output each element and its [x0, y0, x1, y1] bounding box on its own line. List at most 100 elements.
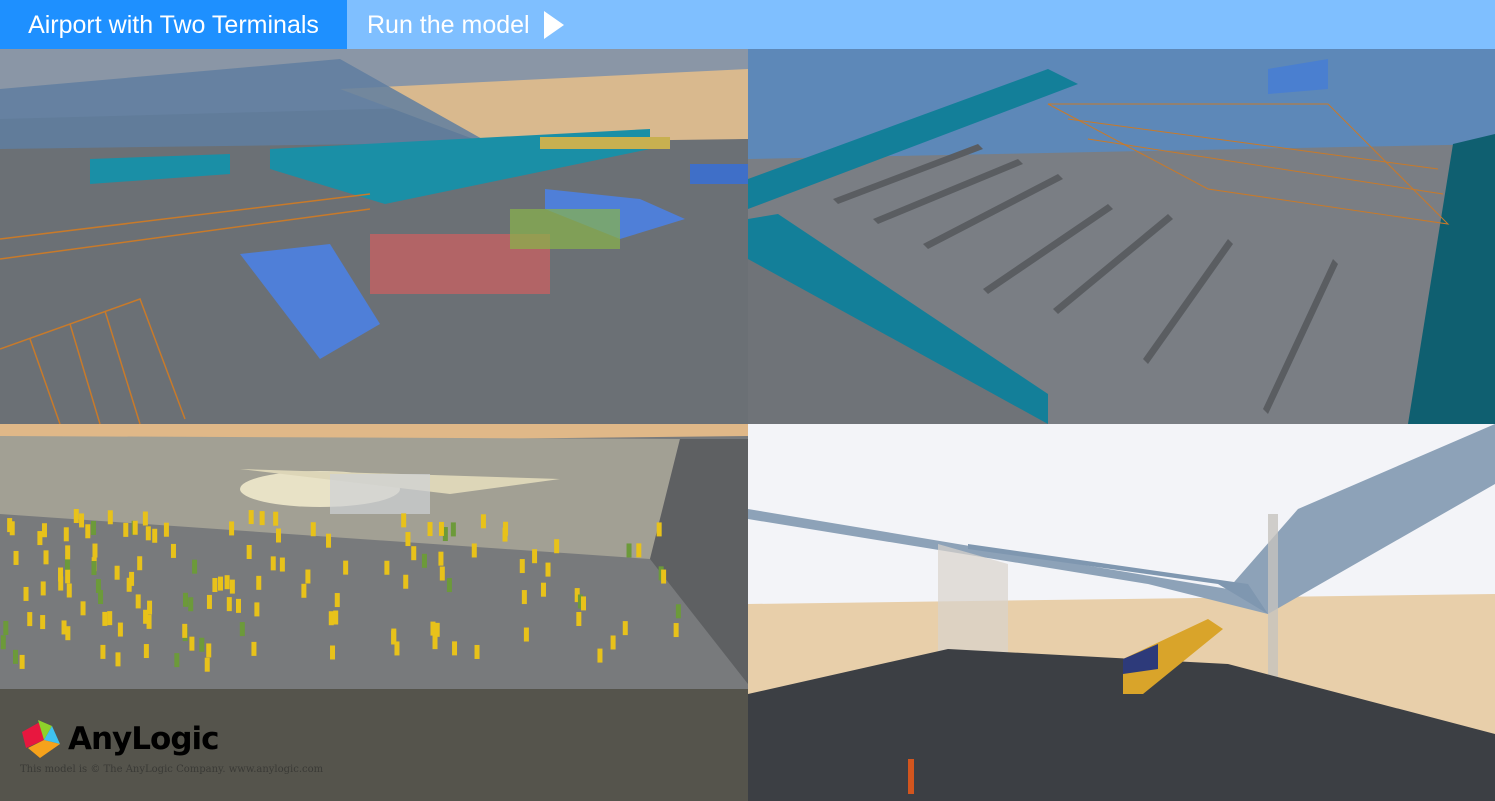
passenger-figure: [79, 513, 85, 528]
passenger-figure: [421, 553, 427, 568]
passenger-figure: [80, 601, 86, 616]
passenger-figure: [310, 522, 316, 537]
passenger-figure: [446, 578, 452, 593]
passenger-figure: [73, 509, 79, 524]
copyright-notice: This model is © The AnyLogic Company. ww…: [20, 764, 324, 775]
passenger-figure: [224, 575, 230, 590]
passenger-figure: [114, 565, 120, 580]
passenger-figure: [170, 543, 176, 558]
passenger-figure: [107, 611, 113, 626]
passenger-figure: [189, 636, 195, 651]
passenger-figure: [405, 532, 411, 547]
passenger-figure: [206, 643, 212, 658]
passenger-figure: [217, 576, 223, 591]
passenger-figure: [519, 559, 525, 574]
view-security-checkpoint[interactable]: [748, 49, 1495, 424]
passenger-figure: [452, 641, 458, 656]
passenger-figure: [143, 609, 149, 624]
passenger-figure: [163, 522, 169, 537]
passenger-figure: [229, 579, 235, 594]
passenger-figure: [61, 620, 67, 635]
passenger-figure: [330, 645, 336, 660]
passenger-figure: [147, 600, 153, 615]
passenger-figure: [174, 653, 180, 668]
passenger-figure: [540, 582, 546, 597]
passenger-figure: [192, 559, 198, 574]
passenger-figure: [270, 556, 276, 571]
passenger-figure: [532, 549, 538, 564]
passenger-figure: [622, 621, 628, 636]
passenger-figure: [328, 611, 334, 626]
passenger-figure: [135, 594, 141, 609]
passenger-figure: [63, 527, 69, 542]
passenger-figure: [343, 560, 349, 575]
model-title: Airport with Two Terminals: [0, 0, 347, 49]
passenger-figure: [107, 510, 113, 525]
passenger-figure: [471, 543, 477, 558]
passenger-figure: [182, 623, 188, 638]
passenger-figure: [577, 594, 583, 609]
passenger-figure: [427, 522, 433, 537]
passenger-figure: [401, 513, 407, 528]
view-terminal-overview[interactable]: [0, 49, 748, 424]
passenger-figure: [188, 597, 194, 612]
passenger-figure: [58, 576, 64, 591]
passenger-figure: [656, 522, 662, 537]
passenger-figure: [95, 579, 101, 594]
passenger-figure: [438, 521, 444, 536]
passenger-figure: [574, 588, 580, 603]
passenger-figure: [301, 583, 307, 598]
view-train-station[interactable]: [748, 424, 1495, 801]
passenger-figure: [226, 597, 232, 612]
passenger-figure: [3, 620, 9, 635]
passenger-figure: [100, 644, 106, 659]
passenger-figure: [204, 657, 210, 672]
passenger-figure: [19, 654, 25, 669]
passenger-figure: [137, 556, 143, 571]
passenger-figure: [129, 571, 135, 586]
passenger-figure: [432, 635, 438, 650]
passenger-figure: [0, 635, 6, 650]
passenger-crowd: [0, 509, 681, 672]
passenger-figure: [199, 637, 205, 652]
passenger-figure: [182, 592, 188, 607]
passenger-figure: [251, 641, 257, 656]
passenger-figure: [7, 518, 13, 533]
passenger-figure: [40, 615, 46, 630]
passenger-figure: [66, 583, 72, 598]
passenger-figure: [480, 514, 486, 529]
passenger-figure: [145, 526, 151, 541]
passenger-figure: [43, 550, 49, 565]
anylogic-logo[interactable]: AnyLogic: [18, 718, 220, 760]
run-model-button[interactable]: Run the model: [347, 0, 564, 49]
passenger-figure: [521, 590, 527, 605]
passenger-figure: [333, 610, 339, 625]
passenger-figure: [27, 612, 33, 627]
passenger-figure: [474, 644, 480, 659]
passenger-figure: [102, 611, 108, 626]
passenger-figure: [143, 644, 149, 659]
passenger-figure: [13, 649, 19, 664]
passenger-figure: [40, 581, 46, 596]
passenger-figure: [545, 562, 551, 577]
passenger-figure: [626, 543, 632, 558]
passenger-figure: [597, 648, 603, 663]
passenger-figure: [305, 569, 311, 584]
passenger-figure: [554, 539, 560, 554]
passenger-figure: [254, 602, 260, 617]
passenger-figure: [384, 560, 390, 575]
passenger-figure: [91, 520, 97, 535]
view-boarding-gate[interactable]: AnyLogic This model is © The AnyLogic Co…: [0, 424, 748, 801]
passenger-figure: [123, 522, 129, 537]
passenger-figure: [239, 622, 245, 637]
passenger-figure: [661, 569, 667, 584]
passenger-figure: [403, 574, 409, 589]
passenger-figure: [91, 561, 97, 576]
passenger-figure: [206, 594, 212, 609]
passenger-figure: [117, 622, 123, 637]
passenger-figure: [675, 604, 681, 619]
passenger-figure: [673, 623, 679, 638]
passenger-figure: [430, 621, 436, 636]
passenger-figure: [439, 566, 445, 581]
passenger-figure: [273, 511, 279, 526]
